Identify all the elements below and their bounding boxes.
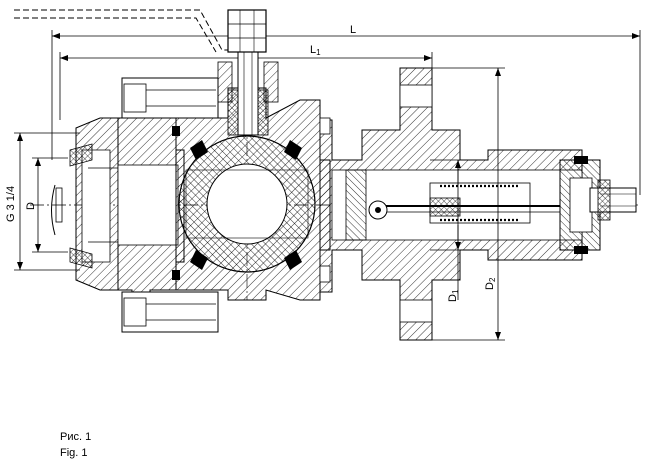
figure-caption-ru: Рис. 1 (60, 431, 92, 443)
internal-spring-rod (368, 182, 560, 224)
ball-bore (206, 163, 288, 245)
dimension-l: L (51, 24, 641, 195)
dimension-l1-label: L1 (310, 44, 321, 57)
dimension-g-label: G 3 1/4 (5, 186, 17, 222)
dimension-d1-label: D1 (447, 289, 460, 302)
end-fitting (559, 156, 637, 254)
dimension-d2: D2 (432, 67, 505, 341)
dimension-d: D (25, 157, 68, 253)
handle-outline-dashed-2 (14, 17, 217, 53)
dimension-l-label: L (350, 24, 356, 36)
hex-nut (227, 9, 267, 53)
dimension-d2-label: D2 (484, 277, 497, 290)
dimension-d1: D1 (430, 159, 470, 302)
coupling-nut (51, 117, 119, 291)
valve-body (172, 87, 331, 301)
dimension-d-label: D (25, 202, 37, 210)
stem (217, 49, 279, 136)
dimension-g: G 3 1/4 (5, 132, 80, 271)
body-left (117, 77, 219, 333)
figure-caption-en: Fig. 1 (60, 447, 88, 459)
handle-outline-dashed (14, 9, 232, 51)
